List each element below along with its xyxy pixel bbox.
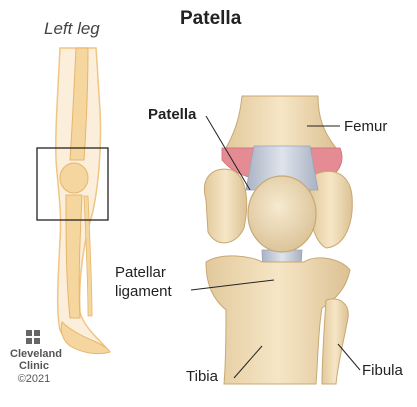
brand-copyright: ©2021	[10, 372, 58, 386]
label-tibia: Tibia	[186, 368, 218, 385]
knee-joint	[60, 163, 88, 193]
fibula-leader	[338, 344, 360, 370]
tibia-shaft	[66, 195, 82, 318]
femoral-condyle-left	[204, 169, 246, 243]
label-patellar-ligament-line2: ligament	[115, 283, 172, 300]
patella-bone	[248, 176, 316, 252]
cleveland-clinic-logo-icon	[26, 330, 40, 344]
femur-bone	[226, 96, 336, 148]
label-fibula: Fibula	[362, 362, 403, 379]
label-patella: Patella	[148, 106, 196, 123]
label-femur: Femur	[344, 118, 387, 135]
brand-line2: Clinic	[10, 360, 58, 372]
leg-label: Left leg	[44, 19, 100, 39]
left-leg-skeleton	[37, 48, 110, 354]
branding: Cleveland Clinic ©2021	[10, 348, 58, 386]
page-title: Patella	[180, 8, 241, 30]
brand-line1: Cleveland	[10, 348, 58, 360]
fibula-bone	[322, 299, 348, 384]
knee-illustration	[204, 96, 352, 384]
label-patellar-ligament-line1: Patellar	[115, 264, 166, 281]
